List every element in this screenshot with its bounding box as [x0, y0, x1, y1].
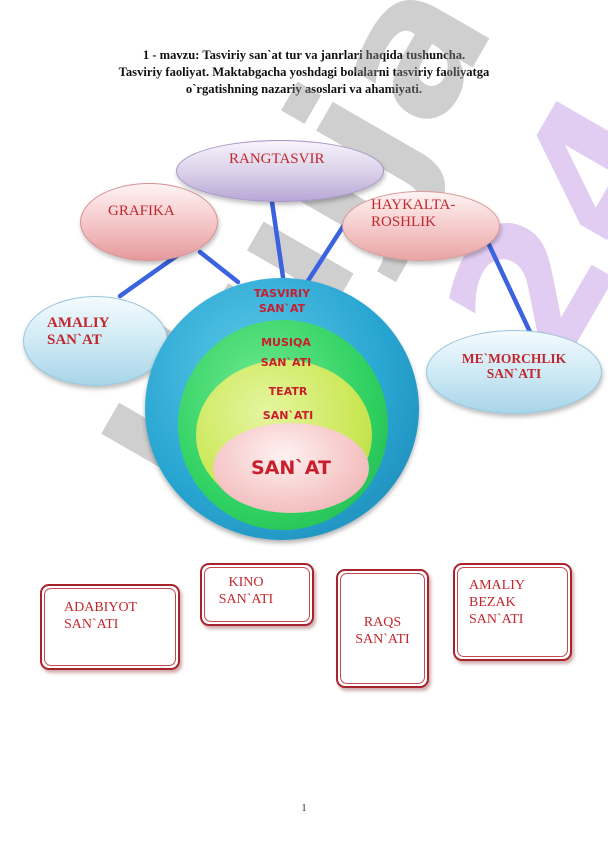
oval-rangtasvir: RANGTASVIR [176, 140, 384, 202]
box-kino-sanati: KINO SAN`ATI [200, 563, 314, 626]
oval-grafika: GRAFIKA [80, 183, 218, 261]
page-number: 1 [301, 803, 307, 814]
oval-amaliy-sanat-label: AMALIY SAN`AT [47, 315, 110, 348]
circle-sanat-label: SAN`AT [251, 457, 331, 479]
heading-line-2: Tasviriy faoliyat. Maktabgacha yoshdagi … [118, 65, 490, 79]
oval-memorchilik: ME`MORCHLIK SAN`ATI [426, 330, 602, 414]
box-amaliy-bezak-sanati: AMALIY BEZAK SAN`ATI [453, 563, 572, 661]
oval-haykaltaroshlik-label: HAYKALTA- ROSHLIK [371, 197, 456, 230]
box-raqs-sanati: RAQS SAN`ATI [336, 569, 429, 688]
box-adabiyot-sanati: ADABIYOT SAN`ATI [40, 584, 180, 670]
circle-musiqa-label: MUSIQA SAN`ATI [260, 336, 312, 369]
box-amaliy-bezak-label: AMALIY BEZAK SAN`ATI [469, 578, 525, 627]
oval-amaliy-sanat: AMALIY SAN`AT [23, 296, 168, 386]
circle-sanat [213, 423, 369, 513]
document-heading: 1 - mavzu: Tasviriy san`at tur va janrla… [40, 47, 568, 98]
circle-teatr-label: TEATR SAN`ATI [262, 385, 314, 422]
connector-memorchilik [481, 231, 533, 335]
oval-memorchilik-label: ME`MORCHLIK SAN`ATI [461, 351, 567, 381]
circle-tasviriy-label: TASVIRIY SAN`AT [253, 287, 311, 315]
heading-line-3: o`rgatishning nazariy asoslari va ahamiy… [185, 82, 423, 96]
oval-haykaltaroshlik: HAYKALTA- ROSHLIK [342, 191, 500, 261]
heading-line-1: 1 - mavzu: Tasviriy san`at tur va janrla… [142, 48, 466, 62]
connector-grafika [197, 249, 241, 285]
box-kino-label: KINO SAN`ATI [218, 575, 274, 607]
box-adabiyot-label: ADABIYOT SAN`ATI [64, 600, 138, 632]
box-raqs-label: RAQS SAN`ATI [355, 615, 410, 647]
oval-rangtasvir-label: RANGTASVIR [229, 151, 325, 167]
oval-grafika-label: GRAFIKA [108, 203, 175, 219]
connector-rangtasvir [269, 199, 287, 287]
connector-haykaltaroshlik [303, 222, 347, 287]
